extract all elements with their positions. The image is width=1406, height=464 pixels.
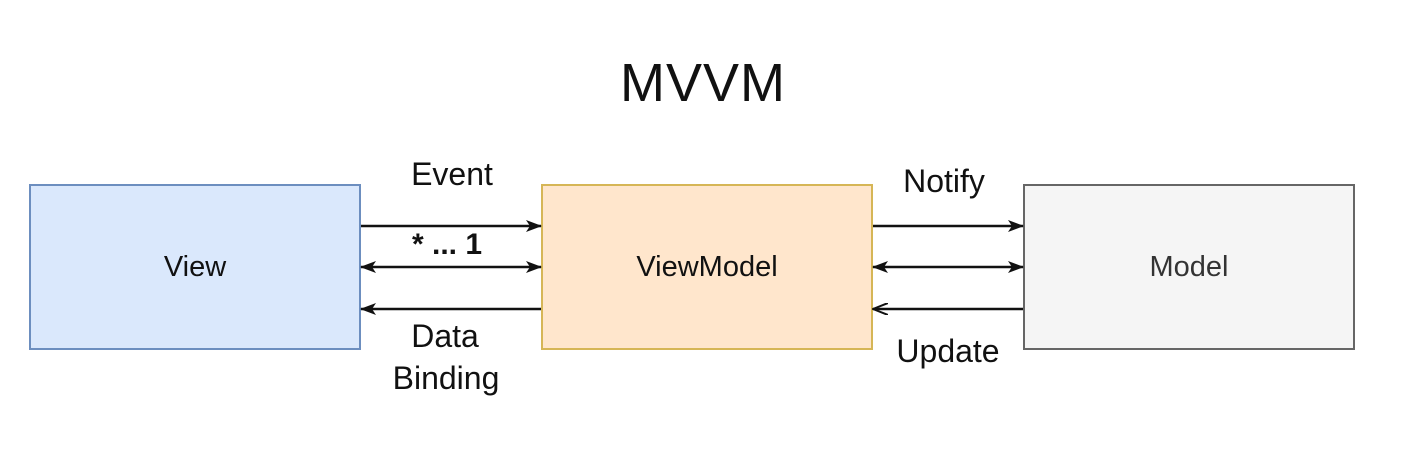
diagram-title: MVVM <box>620 53 786 113</box>
edge-multiplicity-label: * ... 1 <box>411 228 483 261</box>
model-node-label: Model <box>1149 250 1229 283</box>
viewmodel-node-label: ViewModel <box>636 250 778 283</box>
edge-update-label: Update <box>896 333 1000 369</box>
edge-data-binding-label-line1: Data <box>411 318 479 354</box>
view-node-label: View <box>163 250 227 283</box>
model-node: Model <box>1023 184 1355 350</box>
edge-data-binding-label-line2: Binding <box>392 360 500 396</box>
view-node: View <box>29 184 361 350</box>
edge-notify-label: Notify <box>903 163 985 199</box>
edge-event-label: Event <box>411 156 493 192</box>
